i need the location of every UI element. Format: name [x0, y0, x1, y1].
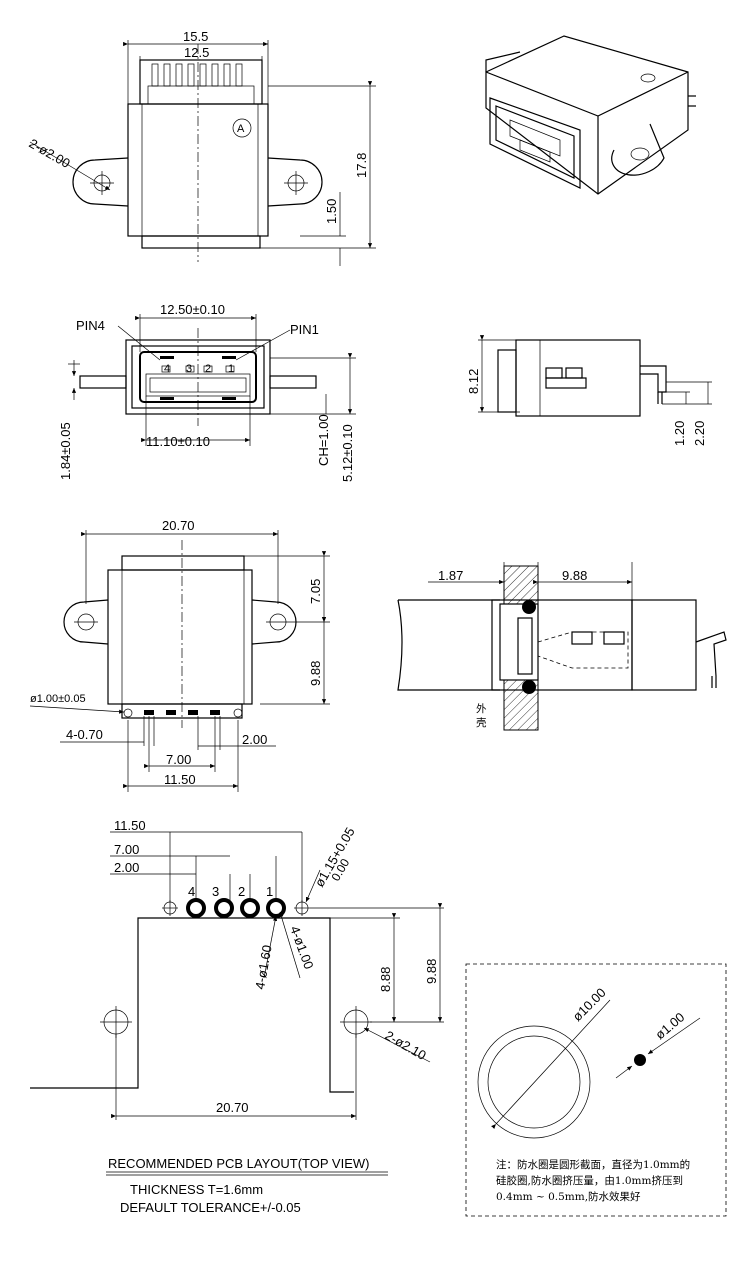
dim-7-00-b: 7.00: [166, 752, 191, 767]
isometric-view: [485, 35, 696, 195]
pcb-dim-1-60: 4-ø1.60: [252, 944, 275, 991]
pcb-layout-view: 11.50 7.00 2.00 4 3 2 1 20.70: [30, 818, 444, 1215]
dim-1-50: 1.50: [324, 199, 339, 224]
dim-11-50-b: 11.50: [164, 772, 196, 787]
pcb-pin-4: 4: [188, 884, 195, 899]
pcb-dim-2-10: 2-ø2.10: [383, 1028, 429, 1063]
dim-hole-1-00: ø1.00±0.05: [30, 693, 86, 705]
shell-label-1: 外: [476, 703, 487, 715]
front-pin-1: 1: [228, 363, 234, 375]
pcb-pin-1: 1: [266, 884, 273, 899]
pcb-dim-1-00: 4-ø1.00: [287, 924, 316, 971]
dim-8-12: 8.12: [466, 369, 481, 394]
dim-1-84: 1.84±0.05: [58, 422, 73, 480]
pcb-tolerance: DEFAULT TOLERANCE+/-0.05: [120, 1200, 301, 1215]
front-view: 4 3 2 1 12.50±0.10 11.10±0.10 PIN4 PIN1 …: [58, 302, 356, 482]
front-pin-3: 3: [186, 363, 192, 375]
dim-9-88-b: 9.88: [308, 661, 323, 686]
front-pin-2: 2: [205, 363, 211, 375]
pcb-pin-3: 3: [212, 884, 219, 899]
pcb-dim-2-00: 2.00: [114, 860, 139, 875]
panel-section-view: 外 壳 1.87 9.88: [397, 562, 727, 731]
pin4-label: PIN4: [76, 318, 105, 333]
front-pin-4: 4: [164, 363, 170, 375]
pcb-dim-20-70: 20.70: [216, 1100, 249, 1115]
side-view: 8.12 1.20 2.20: [466, 335, 712, 446]
shell-label-2: 壳: [476, 716, 487, 729]
pcb-dim-7-00: 7.00: [114, 842, 139, 857]
dim-11-10: 11.10±0.10: [146, 434, 210, 449]
dim-15-5: 15.5: [183, 29, 208, 44]
pcb-dim-11-50: 11.50: [114, 818, 146, 833]
dim-hole: 2-ø2.00: [27, 136, 73, 171]
dim-7-05: 7.05: [308, 579, 323, 604]
pcb-dim-8-88: 8.88: [378, 967, 393, 992]
pin1-label: PIN1: [290, 322, 319, 337]
top-view: A 15.5 12.5 17.8 1.50 2-ø2.00: [27, 29, 376, 266]
dim-5-12: 5.12±0.10: [340, 424, 355, 482]
seal-note-line1: 注：防水圈是圆形截面，直径为1.0mm的: [496, 1158, 690, 1171]
pcb-dim-9-88: 9.88: [424, 959, 439, 984]
dim-9-88-c: 9.88: [562, 568, 587, 583]
dim-17-8: 17.8: [354, 153, 369, 178]
dim-4-0-70: 4-0.70: [66, 727, 103, 742]
seal-note-line2: 硅胶圈,防水圈挤压量，由1.0mm挤压到: [496, 1174, 683, 1187]
seal-dim-10-00: ø10.00: [570, 985, 609, 1024]
seal-detail-view: ø10.00 ø1.00 注：防水圈是圆形截面，直径为1.0mm的 硅胶圈,防水…: [465, 963, 727, 1217]
dim-12-5: 12.5: [184, 45, 209, 60]
pcb-pin-2: 2: [238, 884, 245, 899]
dim-1-20: 1.20: [672, 421, 687, 446]
dim-ch: CH=1.00: [316, 414, 331, 466]
seal-dim-1-00: ø1.00: [652, 1009, 687, 1042]
dim-12-50: 12.50±0.10: [160, 302, 225, 317]
bottom-view: 20.70 7.05 9.88 ø1.00±0.05 4-0.70 2.00 7…: [29, 518, 330, 792]
seal-note-line3: 0.4mm ~ 0.5mm,防水效果好: [496, 1190, 641, 1203]
dim-1-87: 1.87: [438, 568, 463, 583]
pcb-title: RECOMMENDED PCB LAYOUT(TOP VIEW): [108, 1156, 369, 1171]
pcb-thickness: THICKNESS T=1.6mm: [130, 1182, 263, 1197]
dim-2-20: 2.20: [692, 421, 707, 446]
dim-20-70: 20.70: [162, 518, 195, 533]
dim-2-00-b: 2.00: [242, 732, 267, 747]
top-view-mark: A: [237, 123, 245, 135]
